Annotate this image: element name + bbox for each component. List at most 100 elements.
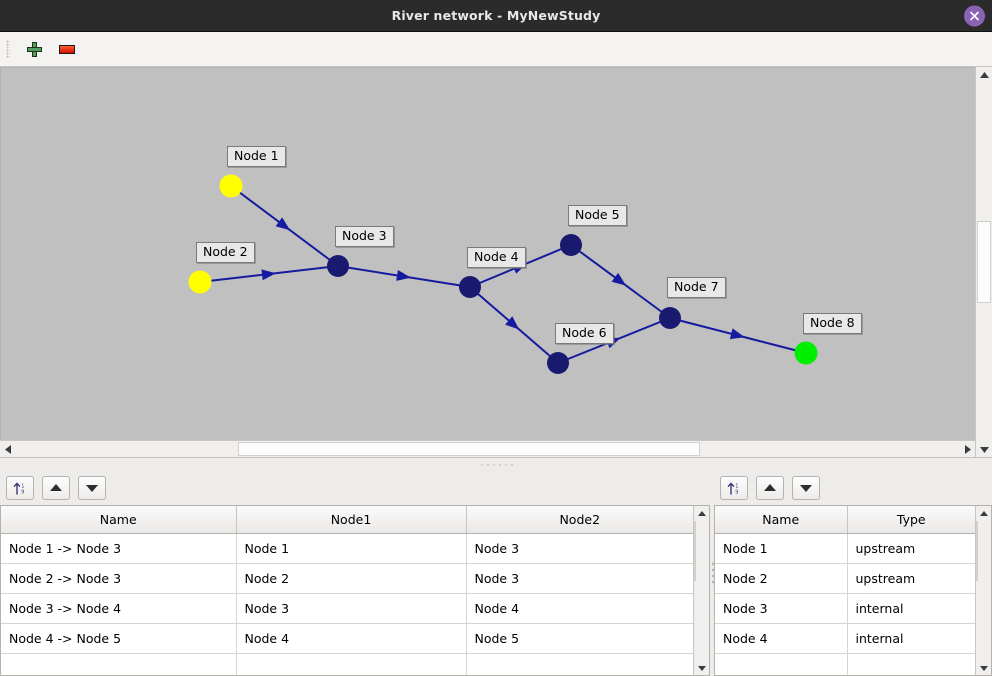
splitter-grip-icon (479, 463, 513, 466)
vscroll-up-arrow[interactable] (976, 67, 992, 83)
graph-node[interactable] (188, 270, 212, 294)
node-scroll-up-arrow[interactable] (976, 506, 991, 521)
column-header[interactable]: Node2 (466, 506, 693, 534)
table-cell[interactable]: Node 3 -> Node 4 (1, 593, 237, 624)
node-scroll-thumb[interactable] (976, 521, 978, 581)
node-label[interactable]: Node 4 (467, 247, 526, 268)
vscroll-thumb[interactable] (977, 221, 991, 303)
graph-node[interactable] (547, 352, 569, 374)
branch-move-down-button[interactable] (78, 476, 106, 500)
graph-node[interactable] (327, 255, 349, 277)
node-label[interactable]: Node 6 (555, 323, 614, 344)
toolbar-grip[interactable] (6, 40, 10, 58)
table-cell[interactable] (466, 653, 693, 675)
table-cell[interactable]: Node 1 (236, 533, 467, 564)
edge-arrow-icon (611, 272, 627, 286)
graph-node[interactable] (459, 276, 481, 298)
table-cell[interactable]: Node 1 (715, 533, 848, 564)
close-icon (970, 11, 979, 20)
table-cell[interactable]: internal (847, 623, 975, 654)
table-cell[interactable]: Node 3 (466, 563, 693, 594)
table-cell[interactable]: Node 4 -> Node 5 (1, 623, 237, 654)
column-header[interactable]: Node1 (236, 506, 467, 534)
vscroll-track[interactable] (976, 83, 992, 441)
network-canvas[interactable]: Node 1 Node 2 Node 3 Node 4 Node 5 Node 6 Node… (0, 67, 975, 440)
node-table-vscrollbar[interactable] (975, 506, 991, 675)
canvas-hscrollbar[interactable] (0, 440, 975, 457)
branch-move-up-button[interactable] (42, 476, 70, 500)
table-cell[interactable] (847, 653, 975, 675)
node-label[interactable]: Node 5 (568, 205, 627, 226)
node-label[interactable]: Node 7 (667, 277, 726, 298)
table-cell[interactable] (715, 653, 848, 675)
table-cell[interactable]: Node 3 (466, 533, 693, 564)
table-row-empty[interactable] (715, 653, 975, 675)
hscroll-track[interactable] (16, 441, 959, 457)
vertical-splitter[interactable] (710, 471, 714, 676)
node-label[interactable]: Node 8 (803, 313, 862, 334)
table-cell[interactable]: Node 3 (236, 593, 467, 624)
branch-scroll-thumb[interactable] (694, 521, 696, 581)
table-cell[interactable]: Node 2 -> Node 3 (1, 563, 237, 594)
window-titlebar: River network - MyNewStudy (0, 0, 992, 32)
triangle-up-icon (50, 484, 62, 491)
canvas-vscrollbar[interactable] (975, 67, 992, 457)
column-header[interactable]: Name (715, 506, 848, 534)
graph-node[interactable] (659, 307, 681, 329)
table-cell[interactable]: Node 4 (715, 623, 848, 654)
table-cell[interactable] (236, 653, 467, 675)
edges-layer (199, 185, 807, 364)
table-cell[interactable]: Node 5 (466, 623, 693, 654)
node-move-down-button[interactable] (792, 476, 820, 500)
triangle-down-icon (800, 485, 812, 492)
node-scroll-track[interactable] (976, 521, 991, 660)
branch-scroll-down-arrow[interactable] (694, 660, 709, 675)
graph-node[interactable] (794, 341, 818, 365)
node-scroll-down-arrow[interactable] (976, 660, 991, 675)
branch-scroll-track[interactable] (694, 521, 709, 660)
branch-table-vscrollbar[interactable] (693, 506, 709, 675)
vscroll-down-arrow[interactable] (976, 441, 992, 457)
graph-area: Node 1 Node 2 Node 3 Node 4 Node 5 Node 6 Node… (0, 67, 992, 457)
column-header[interactable]: Name (1, 506, 237, 534)
table-cell[interactable]: Node 2 (715, 563, 848, 594)
table-cell[interactable]: internal (847, 593, 975, 624)
hscroll-left-arrow[interactable] (0, 441, 16, 457)
close-button[interactable] (964, 5, 985, 26)
graph-node[interactable] (560, 234, 582, 256)
table-cell[interactable]: Node 3 (715, 593, 848, 624)
table-cell[interactable]: Node 4 (466, 593, 693, 624)
branch-scroll-up-arrow[interactable] (694, 506, 709, 521)
add-node-button[interactable] (23, 38, 45, 60)
horizontal-splitter[interactable] (0, 457, 992, 471)
table-cell[interactable]: upstream (847, 563, 975, 594)
hscroll-right-arrow[interactable] (959, 441, 975, 457)
table-cell[interactable]: Node 1 -> Node 3 (1, 533, 237, 564)
table-row-empty[interactable] (1, 653, 693, 675)
node-move-up-button[interactable] (756, 476, 784, 500)
node-label[interactable]: Node 3 (335, 226, 394, 247)
caret-up-icon (979, 510, 988, 516)
column-header[interactable]: Type (847, 506, 975, 534)
branch-sort-button[interactable]: 1 9 (6, 476, 34, 500)
table-cell[interactable] (1, 653, 237, 675)
table-cell[interactable]: Node 2 (236, 563, 467, 594)
table-cell[interactable]: Node 4 (236, 623, 467, 654)
hscroll-thumb[interactable] (238, 442, 700, 456)
graph-node[interactable] (219, 174, 243, 198)
remove-node-button[interactable] (56, 38, 78, 60)
node-label[interactable]: Node 1 (227, 146, 286, 167)
node-label[interactable]: Node 2 (196, 242, 255, 263)
table-cell[interactable]: upstream (847, 533, 975, 564)
node-sort-button[interactable]: 1 9 (720, 476, 748, 500)
